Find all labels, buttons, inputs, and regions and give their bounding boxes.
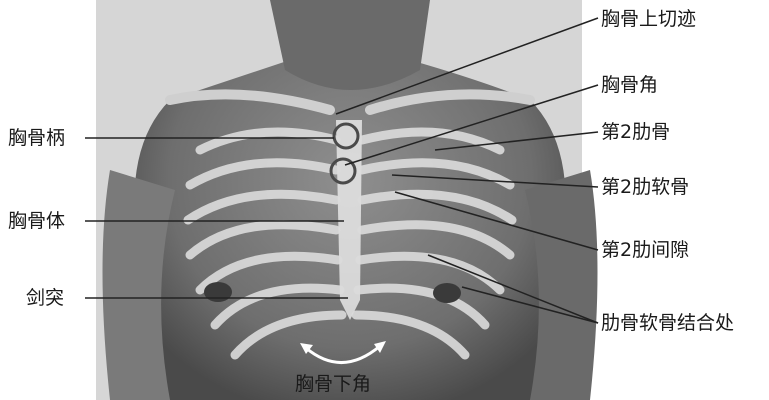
label-xiphoid: 剑突: [26, 286, 64, 310]
label-costochondral: 肋骨软骨结合处: [601, 311, 734, 335]
left-nipple: [204, 282, 232, 302]
label-rib2: 第2肋骨: [601, 120, 670, 144]
label-sternal-body: 胸骨体: [8, 209, 65, 233]
label-cartilage2: 第2肋软骨: [601, 175, 689, 199]
right-nipple: [433, 283, 461, 303]
label-jugular-notch: 胸骨上切迹: [601, 7, 696, 31]
label-infrasternal-angle: 胸骨下角: [295, 372, 371, 396]
label-sternal-angle: 胸骨角: [601, 73, 658, 97]
label-intercostal2: 第2肋间隙: [601, 238, 689, 262]
label-manubrium: 胸骨柄: [8, 126, 65, 150]
